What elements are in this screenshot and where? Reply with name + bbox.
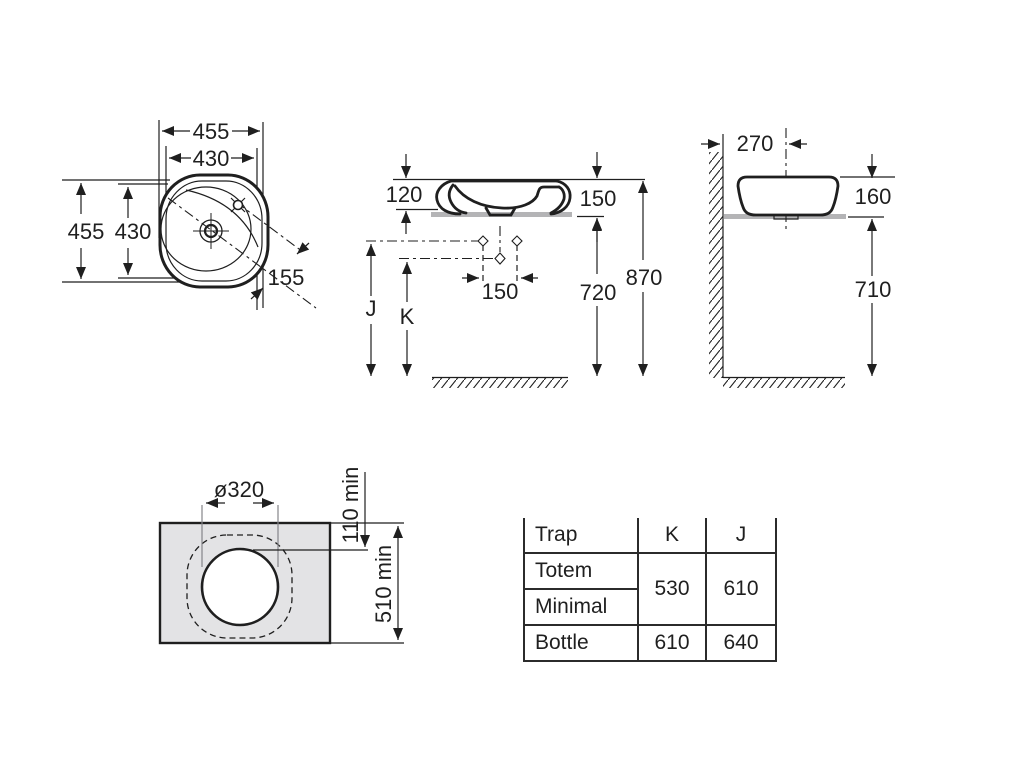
drain-icon <box>193 213 229 249</box>
front-trap-k-label: K <box>400 304 415 329</box>
cell-bottle: Bottle <box>523 625 639 661</box>
wall-hatching <box>709 134 724 378</box>
front-total-height-label: 870 <box>626 265 663 290</box>
header-j: J <box>705 518 777 554</box>
plan-dim-width-outer: 455 <box>162 119 260 144</box>
plan-width-outer-label: 455 <box>193 119 230 144</box>
cutout-depth-min-label: 510 min <box>371 545 396 623</box>
front-hole-spacing-label: 150 <box>482 279 519 304</box>
cutout-view: ø320 110 min 510 min <box>158 467 404 645</box>
fixing-point-left <box>477 235 489 247</box>
front-dim-counter-height: 720 <box>580 219 617 376</box>
trap-dimensions-table: Trap K J Totem 530 610 Minimal Bottle 61… <box>523 518 777 662</box>
front-dim-trap-k: K <box>400 262 415 376</box>
plan-dim-height-outer: 455 <box>68 183 105 279</box>
cell-totem-minimal-j: 610 <box>705 553 777 626</box>
front-dim-trap-j: J <box>366 244 377 376</box>
floor-hatching-side <box>723 376 845 388</box>
front-dim-rim-height: 120 <box>386 154 438 234</box>
side-basin-height-label: 160 <box>855 184 892 209</box>
plan-dim-tap-offset: 155 <box>250 242 310 300</box>
plan-view: 455 430 455 430 155 <box>62 119 317 310</box>
front-dim-basin-height: 150 <box>580 152 617 242</box>
cutout-hole <box>200 547 280 627</box>
front-trap-j-label: J <box>366 296 377 321</box>
table-row-totem: Totem 530 610 <box>523 553 777 626</box>
cell-bottle-k: 610 <box>637 625 707 661</box>
cell-bottle-j: 640 <box>705 625 777 661</box>
side-dim-wall-offset: 270 <box>701 131 807 156</box>
basin-front-profile <box>435 179 572 217</box>
cutout-dim-diameter: ø320 <box>201 477 279 567</box>
cutout-dim-depth-min: 510 min <box>331 526 404 644</box>
fixing-point-right <box>511 235 523 247</box>
plan-dim-width-inner: 430 <box>169 146 254 171</box>
header-k: K <box>637 518 707 554</box>
side-dim-basin-height: 160 <box>840 154 895 218</box>
drain-nub <box>773 215 799 220</box>
side-view: 270 160 710 <box>701 128 895 388</box>
side-counter-height-label: 710 <box>855 277 892 302</box>
cell-minimal: Minimal <box>523 589 639 626</box>
tap-hole-icon <box>230 197 246 213</box>
basin-bowl <box>160 186 252 272</box>
front-dim-total-height: 870 <box>626 181 663 376</box>
front-rim-height-label: 120 <box>386 182 423 207</box>
cutout-dim-edge-min: 110 min <box>253 467 404 551</box>
floor-hatching-front <box>432 376 568 388</box>
front-counter-height-label: 720 <box>580 280 617 305</box>
side-wall-offset-label: 270 <box>737 131 774 156</box>
front-dim-hole-spacing: 150 <box>462 273 538 304</box>
side-dim-counter-height: 710 <box>855 219 892 376</box>
trap-reference-lines <box>366 226 523 281</box>
plan-width-inner-label: 430 <box>193 146 230 171</box>
table-row-minimal: Minimal <box>523 589 776 626</box>
front-basin-height-label: 150 <box>580 186 617 211</box>
cell-totem: Totem <box>523 553 639 590</box>
plan-height-inner-label: 430 <box>115 219 152 244</box>
cutout-edge-min-label: 110 min <box>338 467 363 544</box>
front-view: 120 150 870 720 <box>366 152 663 388</box>
cell-totem-minimal-k: 530 <box>637 553 707 626</box>
table-header-row: Trap K J <box>523 518 777 554</box>
counter-bar-side <box>724 214 846 219</box>
plan-dim-height-inner: 430 <box>115 187 152 275</box>
tap-axis-line <box>235 201 304 253</box>
plan-tap-offset-label: 155 <box>268 265 305 290</box>
plan-height-outer-label: 455 <box>68 219 105 244</box>
basin-footprint-dashed <box>186 534 293 639</box>
basin-deck-edge <box>185 189 259 248</box>
table-row-bottle: Bottle 610 640 <box>523 625 777 661</box>
cutout-diameter-label: ø320 <box>214 477 264 502</box>
basin-side-profile <box>736 175 840 217</box>
header-trap: Trap <box>523 518 639 554</box>
basin-inner-rim <box>165 180 263 282</box>
drain-axis-line <box>167 197 317 309</box>
drain-point <box>494 252 506 265</box>
